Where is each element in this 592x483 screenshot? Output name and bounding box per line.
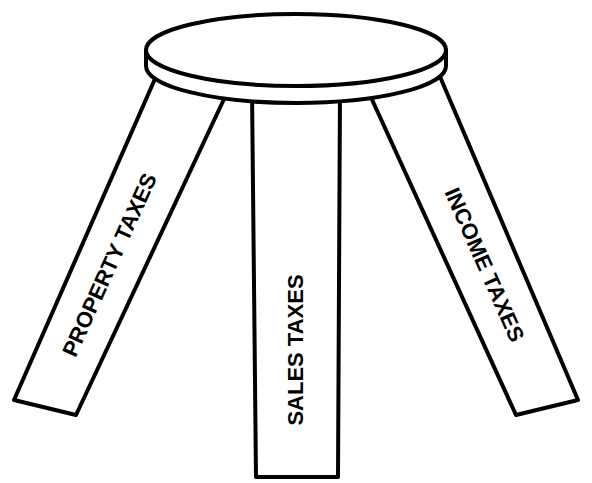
stool-leg: [14, 72, 232, 415]
leg-label: SALES TAXES: [284, 274, 308, 425]
stool-leg-label: INCOME TAXES: [395, 115, 573, 415]
leg-label: INCOME TAXES: [439, 184, 528, 345]
stool-leg: [364, 72, 578, 415]
stool-leg-label: SALES TAXES: [261, 230, 331, 470]
stool-leg-label: PROPERTY TAXES: [20, 116, 200, 415]
stool-leg: [252, 90, 340, 477]
leg-label: PROPERTY TAXES: [58, 170, 162, 361]
seat-top: [146, 14, 446, 86]
